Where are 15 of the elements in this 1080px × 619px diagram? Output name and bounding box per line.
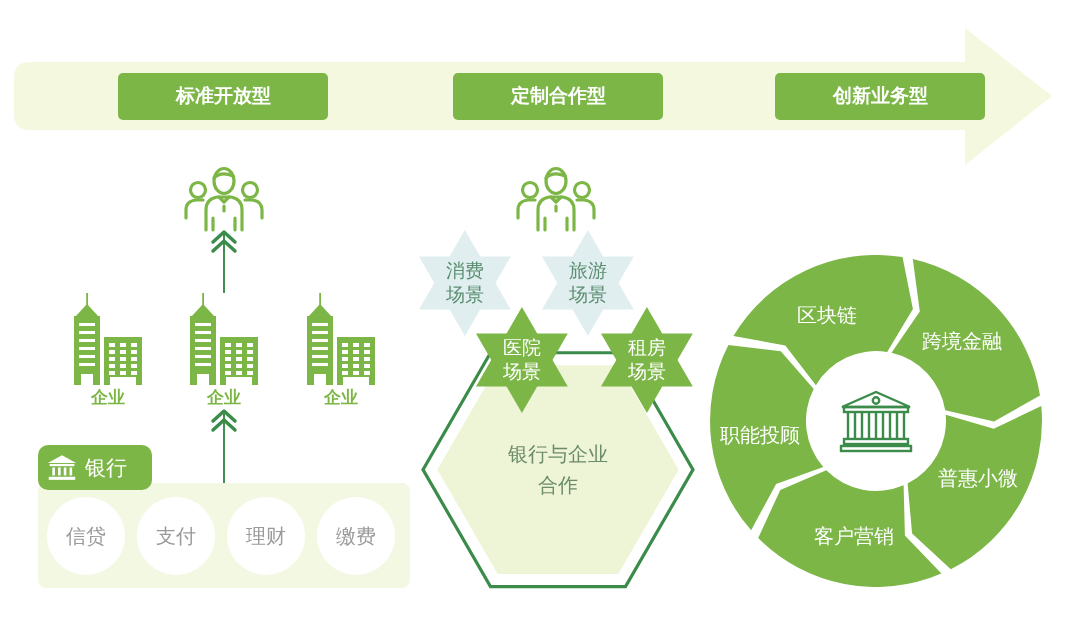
ring-segment: 普惠小微 (907, 405, 1042, 570)
stage-tab: 标准开放型 (118, 73, 328, 120)
service-circle: 支付 (137, 496, 215, 575)
ring-segment: 区块链 (733, 255, 913, 386)
ring-segment: 跨境金融 (891, 259, 1041, 422)
service-circle: 缴费 (317, 496, 395, 575)
node-label: 企业 (324, 389, 358, 406)
node-label: 企业 (91, 389, 125, 406)
service-circle: 信贷 (47, 496, 125, 575)
stage-tab: 创新业务型 (775, 73, 985, 120)
panel-title: 银行 (85, 454, 127, 481)
stage-tab: 定制合作型 (453, 73, 663, 120)
service-circle: 理财 (227, 496, 305, 575)
node-label: 企业 (207, 389, 241, 406)
people-icon (183, 166, 265, 232)
